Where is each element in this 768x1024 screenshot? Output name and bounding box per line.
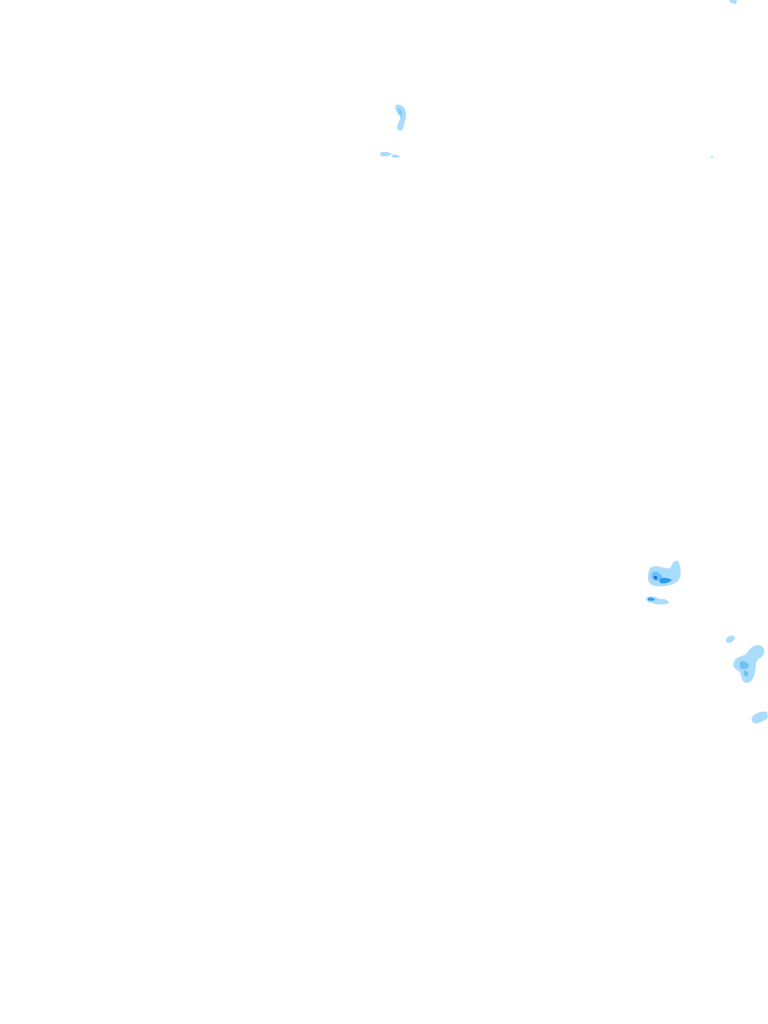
precip-streak-north [380,151,400,158]
precip-speck-east [710,155,714,159]
precip-cell-north [395,104,406,131]
precip-cluster-east [647,560,681,587]
precip-cell-southeast-1 [726,635,735,643]
precip-cell-top-right [729,0,737,4]
precip-cell-southeast-2 [751,711,768,724]
precip-cluster-southeast [733,645,765,683]
precip-cell-east-lower [645,596,669,605]
